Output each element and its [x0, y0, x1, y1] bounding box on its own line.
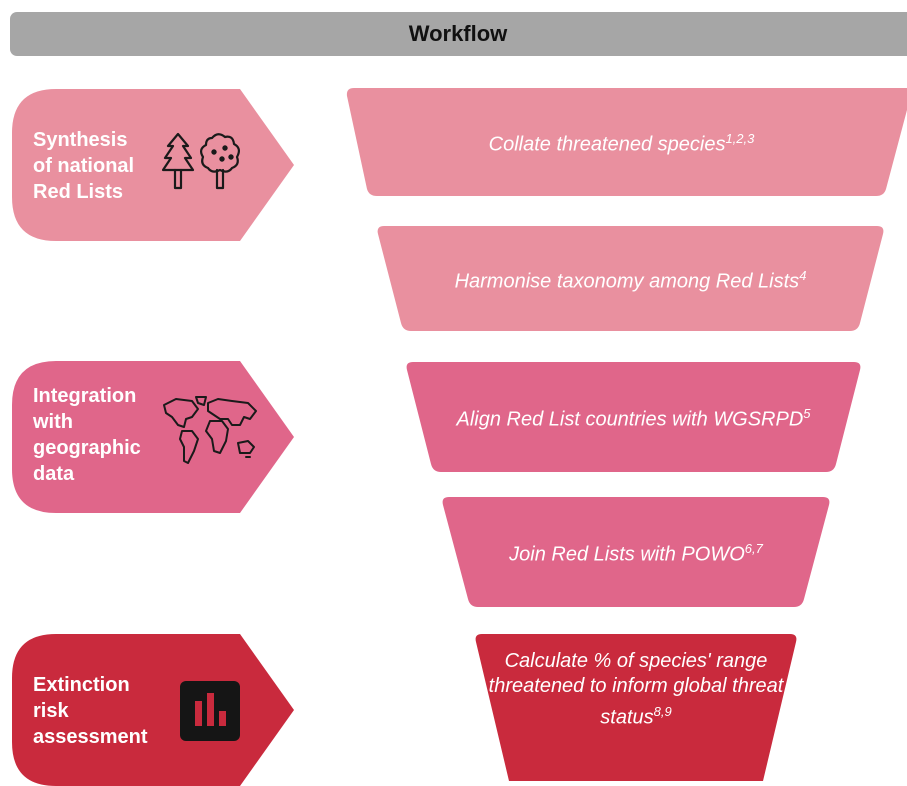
stage-synthesis: Synthesis of national Red Lists — [12, 89, 298, 241]
step-collate-label: Collate threatened species — [488, 133, 726, 156]
stage-synthesis-shape — [12, 89, 294, 241]
step-join: Join Red Lists with POWO6,7 — [441, 497, 831, 607]
stage-integration: Integration with geographic data — [12, 361, 298, 513]
step-harmonise-shape — [377, 226, 884, 331]
step-join-label: Join Red Lists with POWO — [509, 543, 745, 566]
step-harmonise-label: Harmonise taxonomy among Red Lists — [454, 270, 800, 293]
step-join-refs: 6,7 — [744, 541, 763, 557]
stage-synthesis-label: Synthesis of national Red Lists — [33, 129, 135, 203]
step-join-shape — [442, 497, 830, 607]
step-harmonise-refs: 4 — [799, 267, 807, 283]
step-calculate-label: Calculate % of species' range threatened… — [488, 650, 784, 729]
step-collate-text: Collate threatened species1,2,3 — [346, 88, 907, 196]
step-join-text: Join Red Lists with POWO6,7 — [441, 497, 831, 607]
stage-extinction-shape — [12, 634, 294, 786]
trees-icon — [162, 132, 241, 190]
step-align-refs: 5 — [803, 406, 811, 422]
step-align: Align Red List countries with WGSRPD5 — [405, 362, 862, 472]
workflow-title: Workflow — [408, 21, 508, 46]
step-collate: Collate threatened species1,2,3 — [346, 88, 907, 196]
world-map-icon — [163, 396, 257, 464]
stage-extinction-label: Extinction risk assessment — [33, 674, 148, 748]
step-harmonise-text: Harmonise taxonomy among Red Lists4 — [376, 226, 885, 331]
step-collate-refs: 1,2,3 — [725, 131, 755, 147]
step-calculate-shape — [475, 634, 797, 781]
step-align-shape — [406, 362, 861, 472]
step-align-label: Align Red List countries with WGSRPD — [456, 408, 804, 431]
step-calculate-refs: 8,9 — [653, 704, 672, 720]
workflow-header: Workflow — [10, 12, 907, 56]
step-calculate-text: Calculate % of species' range threatened… — [474, 634, 798, 746]
stage-extinction: Extinction risk assessment — [12, 634, 298, 786]
step-harmonise: Harmonise taxonomy among Red Lists4 — [376, 226, 885, 331]
stage-integration-label: Integration with geographic data — [33, 385, 141, 485]
bar-chart-icon — [180, 681, 240, 741]
step-collate-shape — [346, 88, 907, 196]
step-align-text: Align Red List countries with WGSRPD5 — [405, 362, 862, 472]
step-calculate: Calculate % of species' range threatened… — [474, 634, 798, 781]
